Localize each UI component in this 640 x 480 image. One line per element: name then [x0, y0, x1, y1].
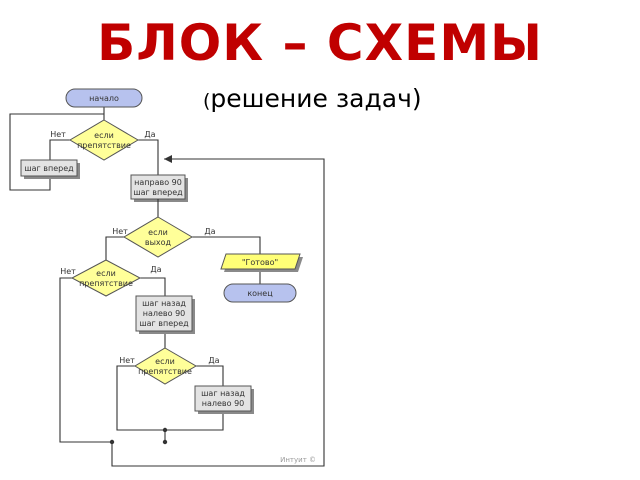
decision3-line1: если	[96, 269, 116, 278]
subtitle-text: решение задач)	[210, 84, 422, 113]
back-left-forward-line2: налево 90	[143, 309, 186, 318]
output-done: "Готово"	[220, 253, 303, 272]
back-left-forward-line1: шаг назад	[142, 299, 186, 308]
start-label: начало	[89, 94, 119, 103]
decision1-line1: если	[94, 131, 114, 140]
process-back-left-forward: шаг назад налево 90 шаг вперед	[135, 295, 195, 334]
decision4-yes-label: Да	[208, 356, 219, 365]
turn-right-line2: шаг вперед	[133, 188, 183, 197]
decision1-no-label: Нет	[50, 130, 66, 139]
back-left-line1: шаг назад	[201, 389, 245, 398]
step-forward-label: шаг вперед	[24, 164, 74, 173]
decision3-yes-label: Да	[150, 265, 161, 274]
decision1-yes-label: Да	[144, 130, 155, 139]
back-left-forward-line3: шаг вперед	[139, 319, 189, 328]
turn-right-line1: направо 90	[134, 178, 182, 187]
decision-exit: если выход Нет Да	[112, 216, 216, 258]
decision3-no-label: Нет	[60, 267, 76, 276]
decision4-line2: препятствие	[138, 367, 192, 376]
slide-subtitle: (решение задач)	[203, 86, 422, 111]
start-terminator: начало	[65, 88, 143, 108]
back-left-line2: налево 90	[202, 399, 245, 408]
slide-title: БЛОК – СХЕМЫ	[97, 14, 543, 72]
process-back-left: шаг назад налево 90	[194, 385, 254, 414]
output-label: "Готово"	[242, 258, 278, 267]
decision-obstacle-1: если препятствие Нет Да	[50, 119, 156, 161]
decision2-line1: если	[148, 228, 168, 237]
decision2-no-label: Нет	[112, 227, 128, 236]
end-terminator: конец	[223, 283, 297, 303]
decision-obstacle-3: если препятствие Нет Да	[119, 347, 220, 385]
decision2-yes-label: Да	[204, 227, 215, 236]
decision-obstacle-2: если препятствие Нет Да	[60, 259, 162, 297]
decision1-line2: препятствие	[77, 141, 131, 150]
process-turn-right-step: направо 90 шаг вперед	[130, 174, 188, 202]
decision4-line1: если	[155, 357, 175, 366]
end-label: конец	[247, 289, 273, 298]
decision3-line2: препятствие	[79, 279, 133, 288]
process-step-forward: шаг вперед	[20, 159, 80, 179]
subtitle-open-paren: (	[203, 90, 211, 112]
decision2-line2: выход	[145, 238, 172, 247]
watermark: Интуит ©	[280, 456, 316, 464]
decision4-no-label: Нет	[119, 356, 135, 365]
